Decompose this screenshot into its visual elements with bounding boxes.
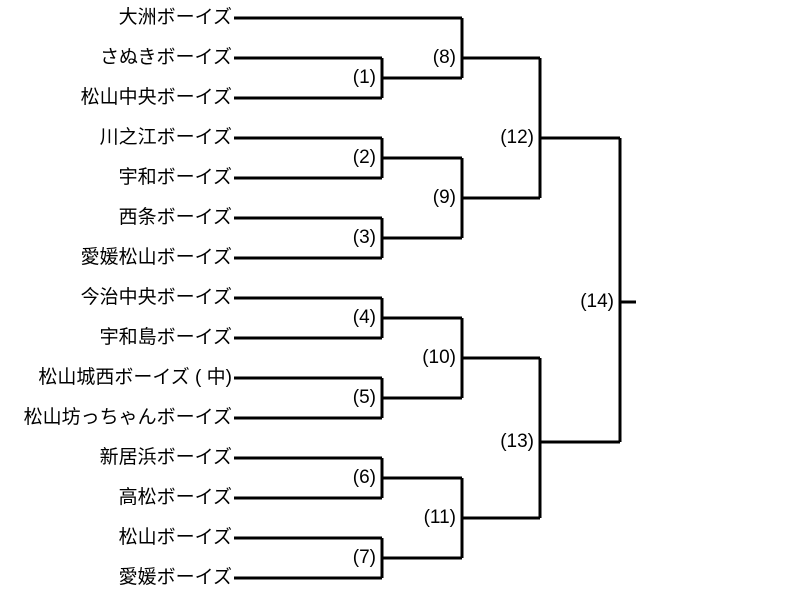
team-name-t4: 川之江ボーイズ <box>99 127 232 148</box>
match-number-m13: (13) <box>500 431 534 452</box>
match-number-m8: (8) <box>432 47 456 68</box>
team-name-t14: 松山ボーイズ <box>118 527 232 548</box>
team-name-t12: 新居浜ボーイズ <box>99 447 232 468</box>
team-name-t8: 今治中央ボーイズ <box>80 287 232 308</box>
match-number-m12: (12) <box>500 127 534 148</box>
match-number-m11: (11) <box>423 507 456 528</box>
team-name-t3: 松山中央ボーイズ <box>80 87 232 108</box>
team-name-t9: 宇和島ボーイズ <box>99 327 232 348</box>
match-number-m7: (7) <box>352 547 376 568</box>
match-number-m9: (9) <box>432 187 456 208</box>
match-number-m10: (10) <box>422 347 456 368</box>
match-number-m1: (1) <box>352 67 376 88</box>
match-number-m2: (2) <box>352 147 376 168</box>
team-name-t6: 西条ボーイズ <box>118 207 232 228</box>
team-name-t10: 松山城西ボーイズ ( 中) <box>38 367 232 388</box>
match-number-m3: (3) <box>352 227 376 248</box>
team-name-t1: 大洲ボーイズ <box>118 7 232 28</box>
team-name-t15: 愛媛ボーイズ <box>118 567 232 588</box>
team-name-t2: さぬきボーイズ <box>99 47 232 68</box>
match-number-m14: (14) <box>580 291 614 312</box>
match-number-m4: (4) <box>352 307 376 328</box>
team-name-t13: 高松ボーイズ <box>118 487 232 508</box>
match-number-m6: (6) <box>352 467 376 488</box>
match-number-m5: (5) <box>352 387 376 408</box>
team-name-t7: 愛媛松山ボーイズ <box>80 247 232 268</box>
team-name-t5: 宇和ボーイズ <box>118 167 232 188</box>
team-name-t11: 松山坊っちゃんボーイズ <box>23 407 232 428</box>
